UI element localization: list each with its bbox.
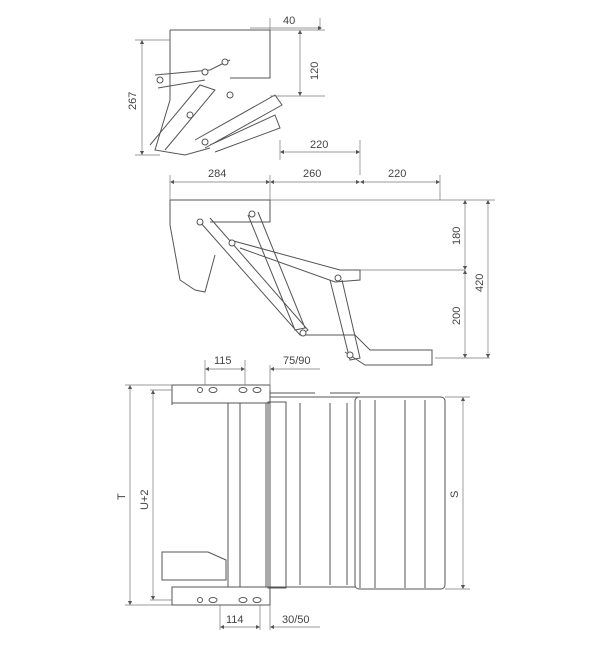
dim-T: T	[116, 493, 128, 500]
dim-75-90: 75/90	[283, 355, 311, 367]
dim-115: 115	[214, 355, 232, 367]
dim-284: 284	[208, 168, 226, 180]
dim-200: 200	[451, 307, 463, 325]
top-view	[161, 384, 446, 606]
dim-260: 260	[303, 168, 321, 180]
dim-267: 267	[127, 92, 139, 110]
dim-180: 180	[451, 227, 463, 245]
dim-120: 120	[309, 62, 321, 80]
mounting-holes	[197, 387, 262, 603]
dim-U-plus-2: U+2	[139, 490, 151, 511]
dim-220-folded: 220	[310, 139, 328, 151]
dim-220: 220	[388, 168, 406, 180]
dim-420: 420	[474, 274, 486, 292]
dimension-folded-height: 120	[270, 29, 325, 97]
dimension-bottom-holes: 114 30/50	[219, 605, 320, 630]
dim-S: S	[449, 491, 461, 498]
dimension-folded-offset: 40	[250, 15, 323, 31]
dimension-column-vertical: 180 200 420	[451, 199, 495, 359]
dimension-top-holes: 115 75/90	[204, 355, 320, 390]
dim-40: 40	[283, 15, 295, 27]
dimension-folded-depth: 220	[279, 139, 361, 175]
extended-side-view	[169, 199, 490, 366]
dimension-widths: T U+2 S	[116, 384, 470, 606]
dim-30-50: 30/50	[282, 614, 310, 626]
dimension-row-horizontal: 284 260 220	[169, 168, 441, 200]
folded-side-view	[149, 29, 283, 156]
dimension-folded-total-height: 267	[127, 39, 170, 156]
dim-114: 114	[226, 614, 244, 626]
